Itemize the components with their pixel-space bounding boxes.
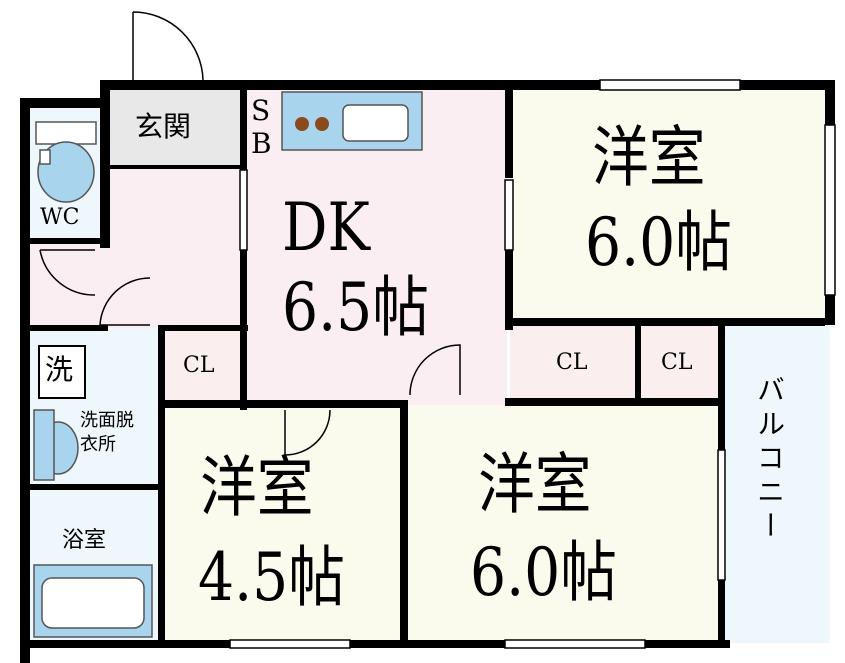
washer-label: 洗	[45, 353, 74, 386]
toilet-knob-icon	[39, 149, 51, 165]
yoshitsu-s-name-label: 洋室	[478, 446, 592, 523]
wc-label: WC	[40, 205, 80, 230]
cl-mid-floor	[510, 325, 638, 405]
wash-door-swing	[99, 277, 151, 326]
balcony-label: バルコニー	[753, 375, 786, 545]
walls	[20, 80, 835, 663]
entrance-door-swing	[132, 11, 204, 81]
wc-door-swing	[39, 249, 96, 296]
balcony-floor	[725, 325, 830, 643]
washbasin-counter	[33, 409, 55, 481]
windows	[229, 79, 836, 649]
cl-left-floor	[163, 328, 245, 408]
washer-box	[38, 345, 86, 399]
cl-right-label: CL	[661, 350, 693, 375]
dk-door-swing	[409, 344, 461, 396]
yoshitsu-ne-name-label: 洋室	[592, 119, 706, 196]
dk-name-label: DK	[282, 189, 370, 266]
bathtub-inner	[41, 577, 145, 629]
yoshitsu-sw-name-label: 洋室	[200, 449, 314, 526]
yoshitsu-ne-floor	[510, 88, 828, 320]
kitchen-sink-icon	[342, 104, 409, 142]
stove-burner-icon	[315, 117, 329, 131]
cl-mid-label: CL	[556, 350, 588, 375]
washroom-label-1: 洗面脱	[80, 410, 134, 431]
dk-size-label: 6.5帖	[282, 269, 430, 346]
yoshitsu-s-size-label: 6.0帖	[470, 534, 618, 611]
cl-left-label: CL	[183, 353, 215, 378]
washroom-label-2: 衣所	[80, 434, 116, 455]
sb-label-s: S	[251, 94, 271, 127]
bath-label: 浴室	[62, 528, 107, 553]
sb-label-b: B	[251, 127, 272, 160]
stove-burner-icon	[295, 117, 309, 131]
yoshitsu-s-floor	[406, 405, 723, 643]
yoshitsu-ne-size-label: 6.0帖	[585, 204, 733, 281]
genkan-label: 玄関	[135, 110, 192, 143]
toilet-tank-icon	[35, 121, 97, 145]
yoshitsu-sw-size-label: 4.5帖	[198, 539, 346, 616]
cl-right-floor	[640, 325, 723, 405]
genkan-floor	[110, 90, 245, 168]
room-sw-door-swing	[284, 409, 331, 456]
toilet-bowl-icon	[37, 141, 95, 203]
